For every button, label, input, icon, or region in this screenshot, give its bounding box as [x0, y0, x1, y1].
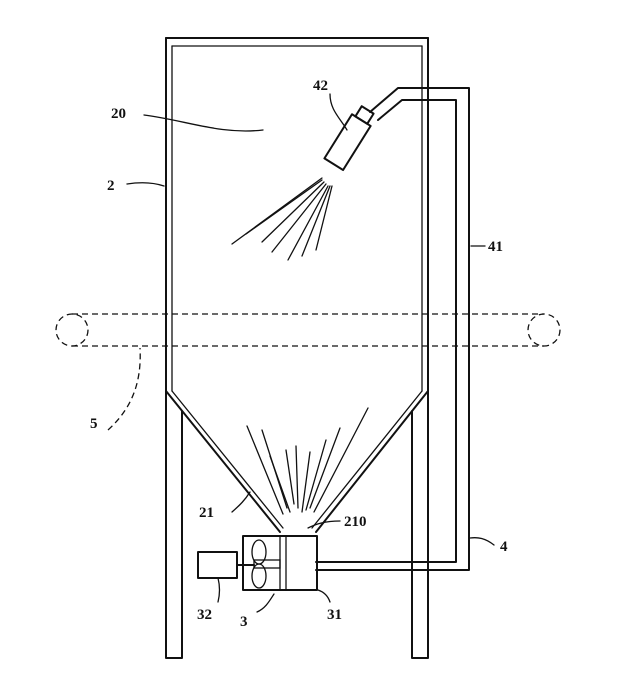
- conveyor-belt: [55, 313, 561, 347]
- hopper-body: [165, 37, 429, 392]
- label-conveyor: 5: [90, 416, 98, 432]
- return-pipe: [315, 87, 470, 571]
- label-outlet: 210: [344, 514, 367, 530]
- reference-labels: 20 42 2 41 5 21 210 4 32 3 31: [90, 78, 508, 630]
- label-pump-assembly: 3: [240, 614, 248, 630]
- funnel-spray-lines: [246, 407, 369, 515]
- motor: [197, 551, 255, 579]
- spray-nozzle: [323, 105, 375, 172]
- label-hopper: 2: [107, 178, 115, 194]
- label-recirculation-system: 4: [500, 539, 508, 555]
- spray-lines: [231, 177, 333, 261]
- label-spray-nozzle: 42: [313, 78, 328, 94]
- funnel: [165, 390, 429, 533]
- label-motor: 32: [197, 607, 212, 623]
- leader-lines: [107, 93, 495, 613]
- label-pump-housing: 31: [327, 607, 342, 623]
- label-funnel: 21: [199, 505, 214, 521]
- label-chamber: 20: [111, 106, 126, 122]
- impeller-icon: [251, 539, 281, 589]
- support-legs: [165, 390, 429, 659]
- label-return-pipe: 41: [488, 239, 503, 255]
